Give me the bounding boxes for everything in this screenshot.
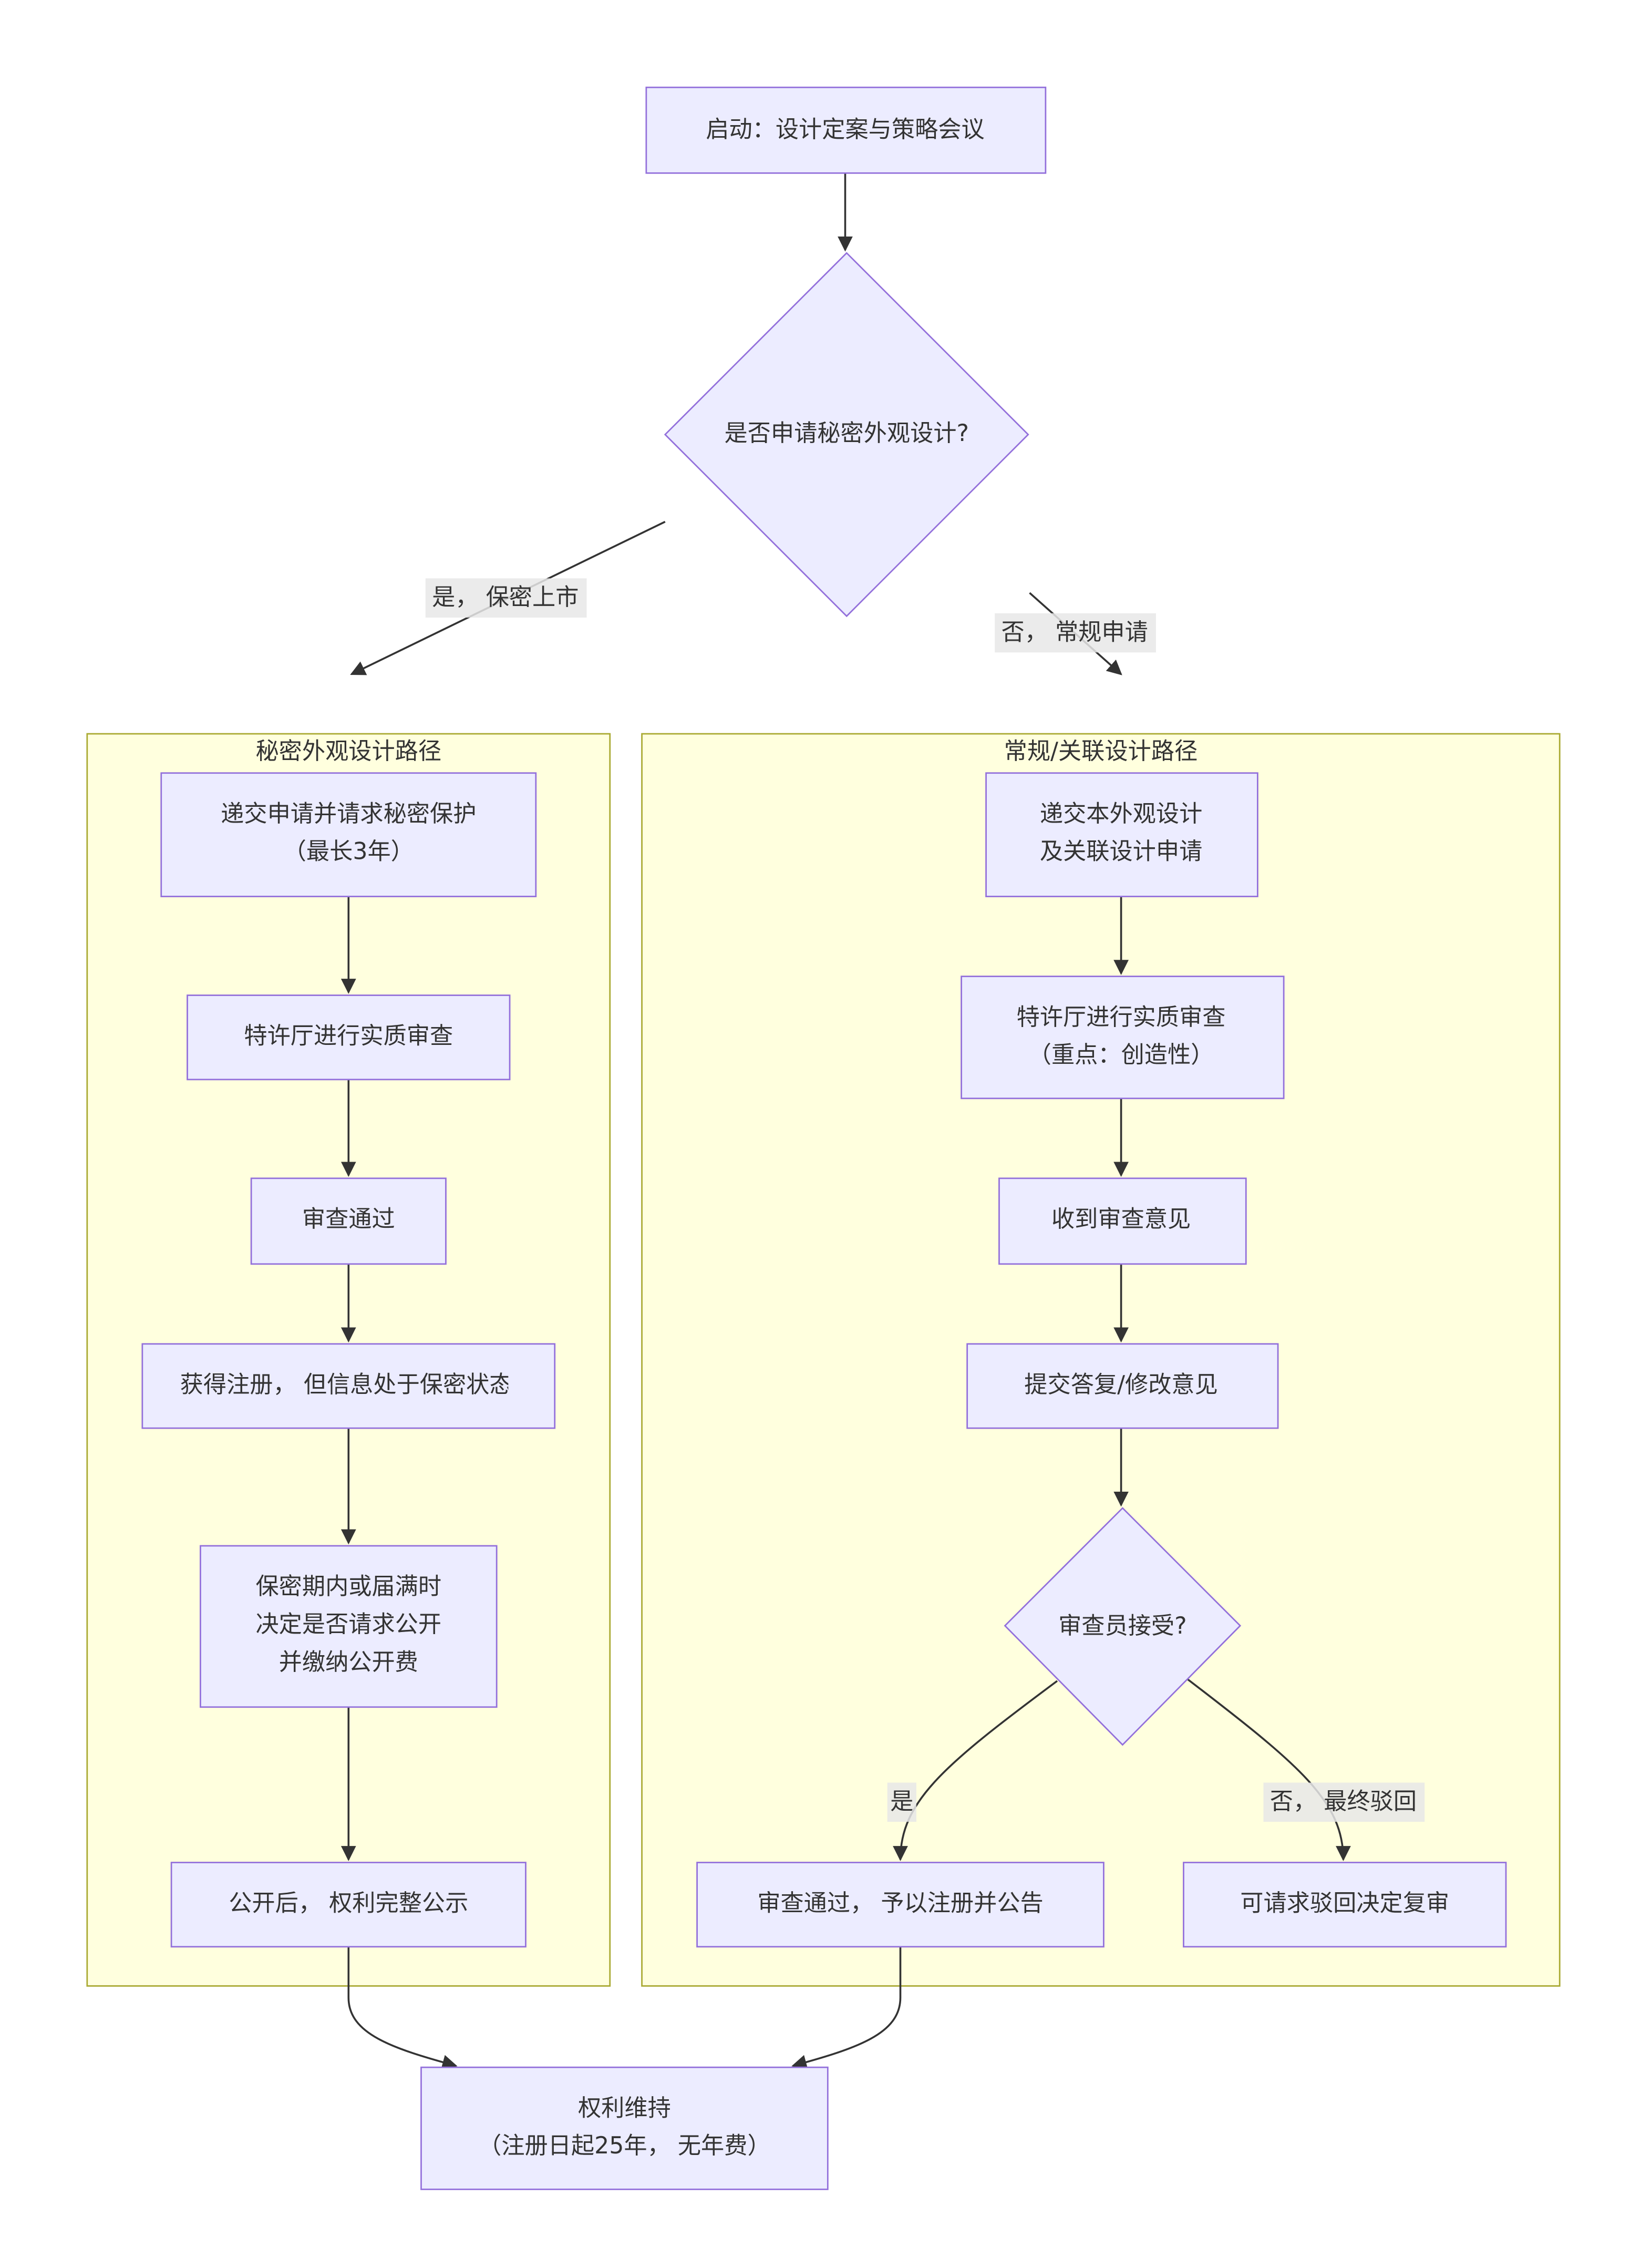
node-decision-examiner xyxy=(1004,1507,1242,1746)
cluster-title-secret: 秘密外观设计路径 xyxy=(255,738,441,765)
node-l6-label: 公开后， 权利完整公示 xyxy=(229,1890,468,1917)
node-l3-label: 审查通过 xyxy=(302,1206,395,1233)
node-final xyxy=(420,2066,829,2190)
node-r2-line2: （重点：创造性） xyxy=(1028,1042,1214,1069)
edge-l6-final xyxy=(347,1946,458,2070)
cluster-title-regular: 常规/关联设计路径 xyxy=(1004,738,1198,765)
node-l5 xyxy=(200,1545,498,1708)
node-start xyxy=(645,86,1047,174)
node-r4-label: 提交答复/修改意见 xyxy=(1024,1371,1218,1398)
edge-label-yes: 是 xyxy=(890,1788,913,1815)
node-l1-line2: （最长3年） xyxy=(283,838,414,865)
node-l6 xyxy=(170,1862,527,1948)
node-r5-label: 审查通过， 予以注册并公告 xyxy=(757,1890,1043,1917)
node-l2 xyxy=(187,994,511,1081)
node-r6-label: 可请求驳回决定复审 xyxy=(1240,1890,1449,1917)
node-l4-label: 获得注册， 但信息处于保密状态 xyxy=(180,1371,513,1398)
node-final-line2: （注册日起25年， 无年费） xyxy=(478,2132,771,2159)
node-l5-line1: 保密期内或届满时 xyxy=(255,1573,441,1600)
node-l1-line1: 递交申请并请求秘密保护 xyxy=(221,801,476,827)
edge-label-bg xyxy=(995,613,1156,653)
node-decision-label: 是否申请秘密外观设计? xyxy=(724,420,969,447)
node-l5-line2: 决定是否请求公开 xyxy=(255,1611,441,1638)
node-r2 xyxy=(961,976,1285,1100)
node-l4 xyxy=(141,1343,556,1429)
node-l5-line3: 并缴纳公开费 xyxy=(279,1649,418,1676)
node-r1-line2: 及关联设计申请 xyxy=(1040,838,1202,865)
edge-label-yes-secret: 是， 保密上市 xyxy=(432,584,579,611)
edge-label-no-final: 否， 最终驳回 xyxy=(1270,1788,1417,1815)
node-r6 xyxy=(1183,1862,1507,1948)
node-r4 xyxy=(966,1343,1279,1429)
node-l2-label: 特许厅进行实质审查 xyxy=(244,1023,453,1050)
edge-label-no-regular: 否， 常规申请 xyxy=(1002,619,1148,645)
node-final-line1: 权利维持 xyxy=(578,2095,671,2121)
node-l3 xyxy=(250,1177,447,1265)
node-rdecision-label: 审查员接受? xyxy=(1058,1613,1186,1639)
edge-label-bg xyxy=(425,578,587,618)
node-r1 xyxy=(985,772,1258,898)
node-r3-label: 收到审查意见 xyxy=(1051,1206,1191,1233)
node-decision-secret xyxy=(664,252,1029,618)
node-r3 xyxy=(998,1177,1247,1265)
edge-label-bg xyxy=(1263,1782,1425,1822)
edge-r5-final xyxy=(791,1946,902,2070)
node-r2-line1: 特许厅进行实质审查 xyxy=(1017,1004,1226,1031)
edge-yes xyxy=(893,1680,1058,1861)
edge-label-bg xyxy=(887,1782,916,1822)
edge-no-final xyxy=(1187,1678,1351,1861)
node-r1-line1: 递交本外观设计 xyxy=(1040,801,1202,827)
node-start-label: 启动：设计定案与策略会议 xyxy=(706,116,984,143)
node-r5 xyxy=(696,1862,1105,1948)
node-l1 xyxy=(160,772,537,898)
